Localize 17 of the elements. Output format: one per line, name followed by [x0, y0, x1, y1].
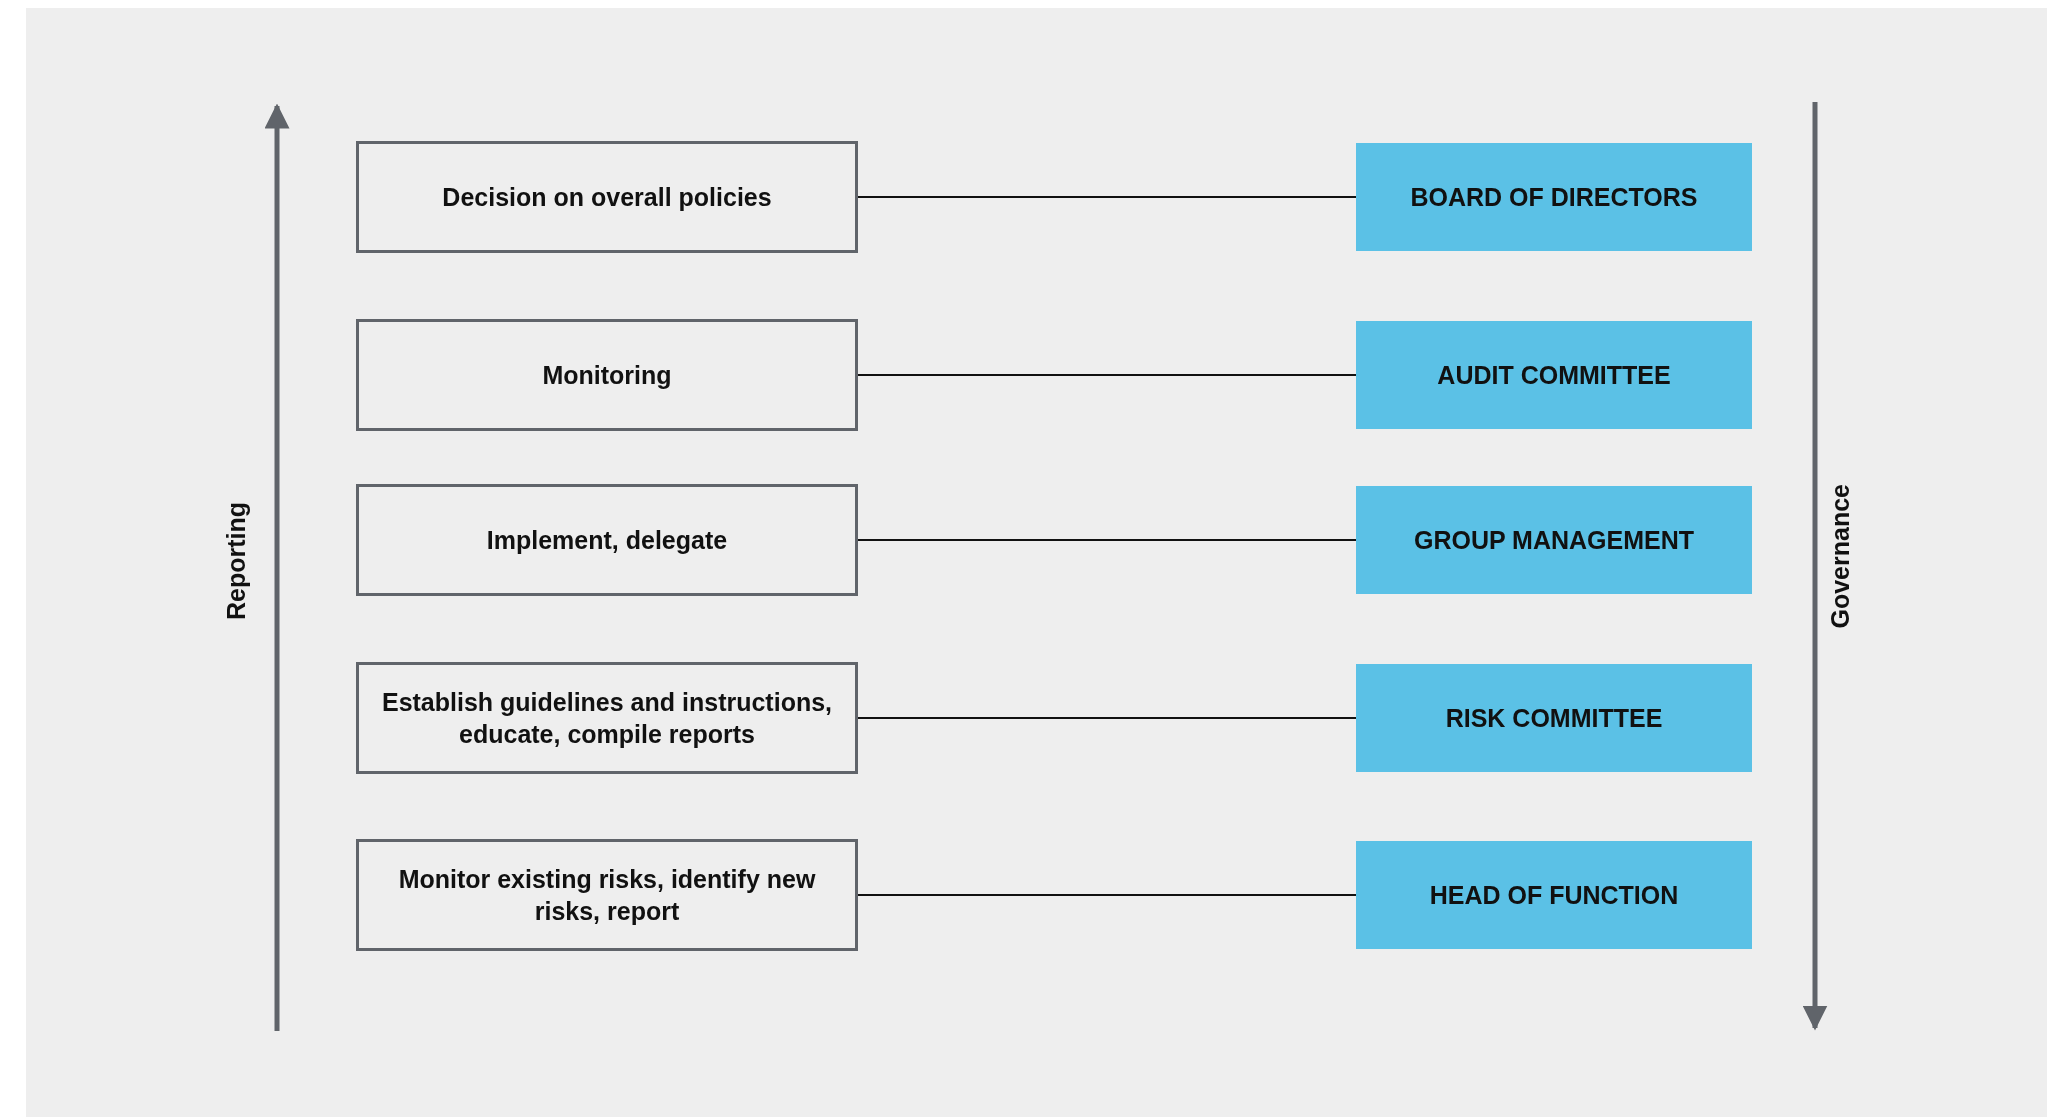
governance-box: HEAD OF FUNCTION: [1356, 841, 1752, 949]
governance-box: GROUP MANAGEMENT: [1356, 486, 1752, 594]
connector-line: [857, 374, 1357, 376]
activity-box: Monitor existing risks, identify new risks, report: [356, 839, 858, 951]
governance-box: RISK COMMITTEE: [1356, 664, 1752, 772]
connector-line: [857, 894, 1357, 896]
activity-box: Monitoring: [356, 319, 858, 431]
activity-box: Implement, delegate: [356, 484, 858, 596]
governance-box: AUDIT COMMITTEE: [1356, 321, 1752, 429]
activity-box: Decision on overall policies: [356, 141, 858, 253]
connector-line: [857, 539, 1357, 541]
governance-box: BOARD OF DIRECTORS: [1356, 143, 1752, 251]
connector-line: [857, 717, 1357, 719]
connector-line: [857, 196, 1357, 198]
activity-box: Establish guidelines and instructions, educate, compile reports: [356, 662, 858, 774]
axis-label: Governance: [1826, 483, 1855, 628]
axis-label: Reporting: [222, 502, 251, 621]
